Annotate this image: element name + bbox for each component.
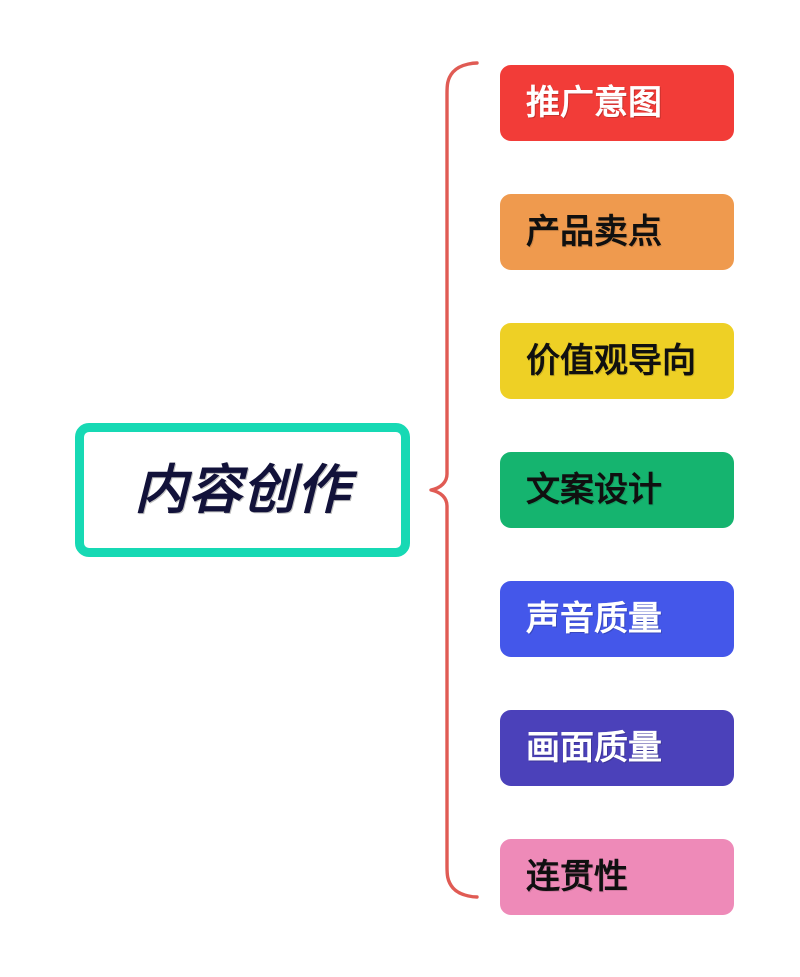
branch-node-label: 画面质量 [526, 729, 662, 767]
branch-node[interactable]: 连贯性 [500, 839, 734, 915]
branch-node[interactable]: 价值观导向 [500, 323, 734, 399]
branch-node-label: 推广意图 [526, 84, 662, 122]
branch-node-label: 产品卖点 [526, 213, 662, 251]
branch-node-label: 文案设计 [526, 471, 662, 509]
branch-node-label: 价值观导向 [526, 342, 696, 380]
root-node-content-creation[interactable]: 内容创作 [75, 423, 410, 557]
root-node-label: 内容创作 [134, 460, 351, 520]
branch-node[interactable]: 文案设计 [500, 452, 734, 528]
branch-node-label: 连贯性 [526, 858, 628, 896]
branch-bracket-connector [429, 61, 479, 899]
branch-node[interactable]: 推广意图 [500, 65, 734, 141]
branch-node-label: 声音质量 [526, 600, 662, 638]
branch-node[interactable]: 产品卖点 [500, 194, 734, 270]
branch-node[interactable]: 声音质量 [500, 581, 734, 657]
branch-node[interactable]: 画面质量 [500, 710, 734, 786]
